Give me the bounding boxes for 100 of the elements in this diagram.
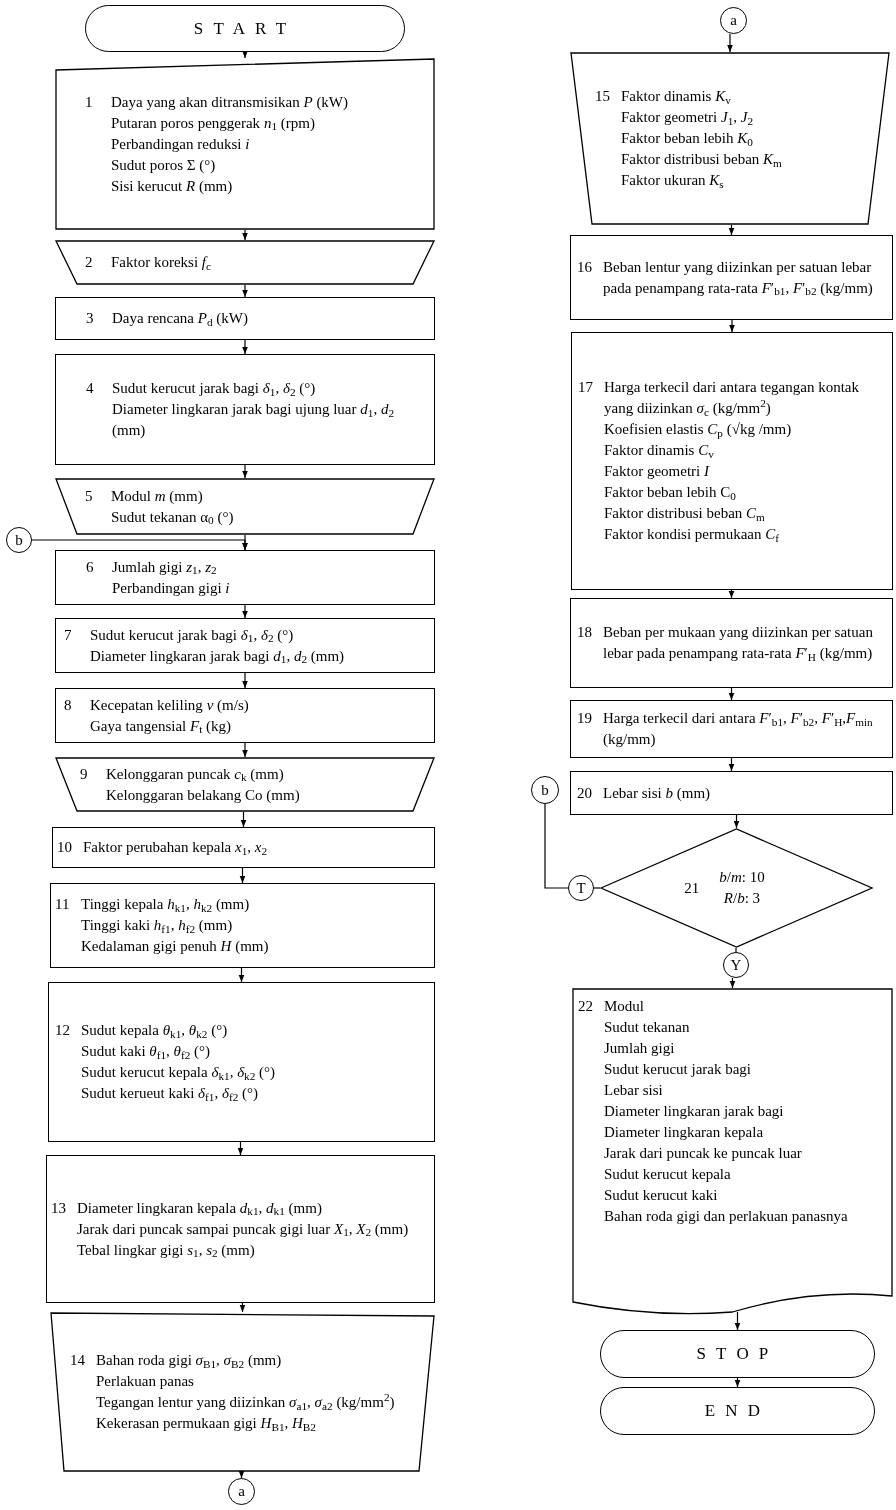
- step-text: Koefisien elastis C$_{p}$ (√kg /mm): [604, 420, 793, 440]
- step-text: Perbandingan reduksi i: [111, 134, 251, 154]
- step-text: Perlakuan panas: [96, 1372, 195, 1391]
- step-number: 1: [85, 92, 94, 112]
- arrow: [238, 967, 245, 983]
- process-box: [55, 618, 435, 673]
- step-text: Faktor distribusi beban C$_{m}$: [604, 504, 766, 524]
- step-number: 16: [577, 257, 593, 277]
- step-number: 9: [80, 764, 89, 784]
- process-box: [52, 827, 435, 868]
- step-text: Sudut kaki θ$_{f1}$, θ$_{f2}$ (°): [81, 1042, 212, 1062]
- step-text: Tegangan lentur yang diizinkan σ$_{a1}$, σ$_{a2}$ (kg/mm$^{2}$): [96, 1392, 396, 1413]
- arrow: [734, 1377, 741, 1388]
- process-box: [570, 700, 893, 758]
- arrow: [242, 51, 248, 59]
- step-number: 19: [577, 709, 593, 728]
- arrow: [242, 284, 248, 298]
- step-text: Modul m (mm): [111, 486, 204, 506]
- step-text: Sudut kerucut kepala: [604, 1165, 732, 1184]
- step-text: Sudut poros Σ (°): [111, 155, 217, 175]
- step-text: Gaya tangensial F$_{t}$ (kg): [90, 716, 233, 737]
- arrow: [734, 1311, 741, 1331]
- process-box: [570, 598, 893, 688]
- manual-operation-box: [55, 757, 435, 812]
- arrow: [728, 589, 735, 599]
- step-number: 11: [55, 895, 71, 914]
- process-box: [571, 332, 893, 590]
- arrow: [733, 814, 740, 829]
- step-text: Sudut kerucut jarak bagi: [604, 1060, 753, 1079]
- step-text: Tinggi kepala h$_{k1}$, h$_{k2}$ (mm): [81, 895, 251, 915]
- arrow: [242, 742, 248, 758]
- step-number: 15: [595, 87, 611, 106]
- step-text: Perbandingan gigi i: [112, 578, 231, 598]
- step-text: Bahan roda gigi σ$_{B1}$, σ$_{B2}$ (mm): [96, 1351, 283, 1371]
- manual-operation-box: [570, 52, 890, 225]
- step-text: Jarak dari puncak ke puncak luar: [604, 1144, 803, 1163]
- arrow: [237, 1141, 244, 1156]
- arrow: [728, 224, 735, 236]
- step-text: Faktor beban lebih K$_{0}$: [621, 129, 754, 149]
- step-text: Diameter lingkaran kepala: [604, 1123, 765, 1142]
- arrow: [728, 687, 735, 701]
- arrow: [728, 757, 735, 772]
- step-text: Diameter lingkaran kepala d$_{k1}$, d$_{k1}$ (mm): [77, 1198, 323, 1219]
- step-text: Faktor dinamis K$_{v}$: [621, 87, 732, 107]
- step-text: Kekerasan permukaan gigi H$_{B1}$, H$_{B2}$: [96, 1414, 317, 1434]
- step-number: 3: [86, 309, 95, 328]
- step-text: Faktor koreksi f$_{c}$: [111, 253, 212, 273]
- process-box: [48, 982, 435, 1142]
- step-text: Sudut kerucut jarak bagi δ$_{1}$, δ$_{2}$ (°): [90, 625, 295, 646]
- decision-diamond: [600, 828, 873, 948]
- arrow: [242, 464, 248, 479]
- step-text: Lebar sisi: [604, 1081, 664, 1100]
- step-number: 6: [86, 557, 95, 577]
- arrow: [242, 604, 248, 619]
- terminal-shape: STOP: [600, 1330, 875, 1378]
- manual-input-box: [55, 58, 435, 230]
- step-number: 12: [55, 1021, 71, 1040]
- step-text: Daya rencana P$_{d}$ (kW): [112, 309, 249, 329]
- step-text: Kelonggaran puncak c$_{k}$ (mm): [106, 764, 285, 785]
- step-text: Tinggi kaki h$_{f1}$, h$_{f2}$ (mm): [81, 916, 234, 936]
- step-text: Diameter lingkaran jarak bagi ujung luar d$_{1}$, d$_{2}$ (mm): [112, 400, 395, 440]
- process-box: [50, 883, 435, 968]
- arrow: [729, 977, 736, 989]
- step-number: 18: [577, 623, 593, 642]
- step-text: Sisi kerucut R (mm): [111, 176, 234, 196]
- step-text: Putaran poros penggerak n$_{1}$ (rpm): [111, 113, 316, 134]
- step-number: 21: [684, 878, 700, 898]
- step-number: 22: [578, 997, 594, 1016]
- process-box: [570, 235, 893, 320]
- step-text: Faktor ukuran K$_{s}$: [621, 171, 725, 191]
- process-box: [55, 354, 435, 465]
- step-text: Diameter lingkaran jarak bagi d$_{1}$, d$_{2}$ (mm): [90, 646, 346, 667]
- arrow: [31, 539, 248, 551]
- step-text: Faktor geometri J$_{1}$, J$_{2}$: [621, 108, 755, 128]
- manual-operation-box: [55, 240, 435, 285]
- step-number: 7: [64, 625, 73, 645]
- process-box: [55, 297, 435, 340]
- connector-line: [593, 887, 601, 889]
- step-text: Harga terkecil dari antara tegangan kontak yang diizinkan σ$_{c}$ (kg/mm$^{2}$): [604, 378, 860, 419]
- step-text: Kecepatan keliling v (m/s): [90, 695, 250, 715]
- step-text: Modul: [604, 997, 645, 1016]
- condition-text: b/m: 10: [719, 868, 765, 887]
- process-box: [55, 688, 435, 743]
- step-text: Faktor perubahan kepala x$_{1}$, x$_{2}$: [83, 838, 269, 858]
- step-text: Bahan roda gigi dan perlakuan panasnya: [604, 1207, 849, 1226]
- step-text: Kelonggaran belakang Co (mm): [106, 785, 301, 805]
- step-text: Beban lentur yang diizinkan per satuan lebar pada penampang rata-rata F′$_{b1}$, F′$_{b2}$ (kg/mm): [603, 257, 874, 299]
- manual-operation-box: [55, 478, 435, 535]
- step-text: Sudut kerucut kepala δ$_{k1}$, δ$_{k2}$ (°): [81, 1063, 277, 1083]
- step-text: Diameter lingkaran jarak bagi: [604, 1102, 785, 1121]
- step-text: Faktor dinamis C$_{v}$: [604, 441, 715, 461]
- arrow: [729, 319, 735, 333]
- step-text: Sudut kepala θ$_{k1}$, θ$_{k2}$ (°): [81, 1021, 229, 1041]
- arrow: [239, 1302, 246, 1313]
- process-box: [46, 1155, 435, 1303]
- step-text: Faktor distribusi beban K$_{m}$: [621, 150, 783, 170]
- step-text: Sudut tekanan α$_{0}$ (°): [111, 507, 235, 528]
- process-box: [55, 550, 435, 605]
- step-text: Sudut kerucut jarak bagi δ$_{1}$, δ$_{2}$ (°): [112, 379, 317, 399]
- step-text: Sudut kerucut kaki: [604, 1186, 719, 1205]
